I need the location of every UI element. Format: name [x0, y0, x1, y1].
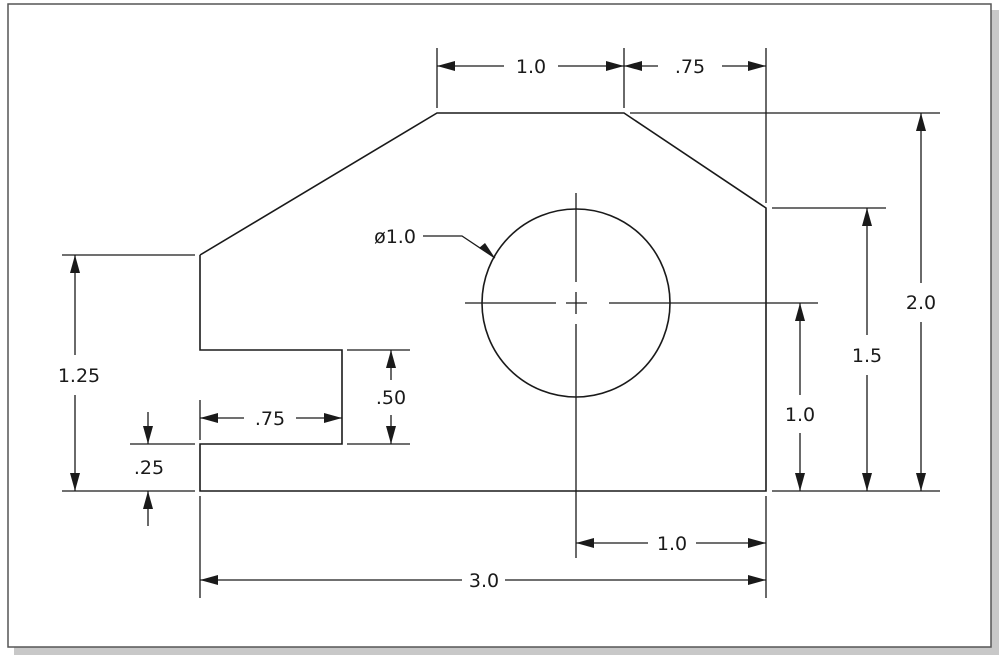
dim-left-height: 1.25	[58, 365, 100, 387]
dim-bottom-step: .25	[134, 457, 164, 479]
dim-top-left-width: 1.0	[516, 56, 546, 78]
drawing-frame	[7, 3, 992, 648]
dim-hole-center-height: 1.0	[785, 404, 815, 426]
dim-right-edge-height: 1.5	[852, 345, 882, 367]
dim-hole-center-offset: 1.0	[657, 533, 687, 555]
dimension-lines	[74, 65, 922, 581]
dim-overall-height: 2.0	[906, 292, 936, 314]
hole-centerlines	[465, 193, 818, 558]
dim-hole-diameter: ø1.0	[374, 226, 416, 248]
part-outline	[199, 112, 767, 492]
dim-slot-depth: .75	[255, 408, 285, 430]
dim-top-right-width: .75	[675, 56, 705, 78]
dim-overall-width: 3.0	[469, 570, 499, 592]
dim-slot-height: .50	[376, 387, 406, 409]
arrowheads	[70, 61, 926, 585]
